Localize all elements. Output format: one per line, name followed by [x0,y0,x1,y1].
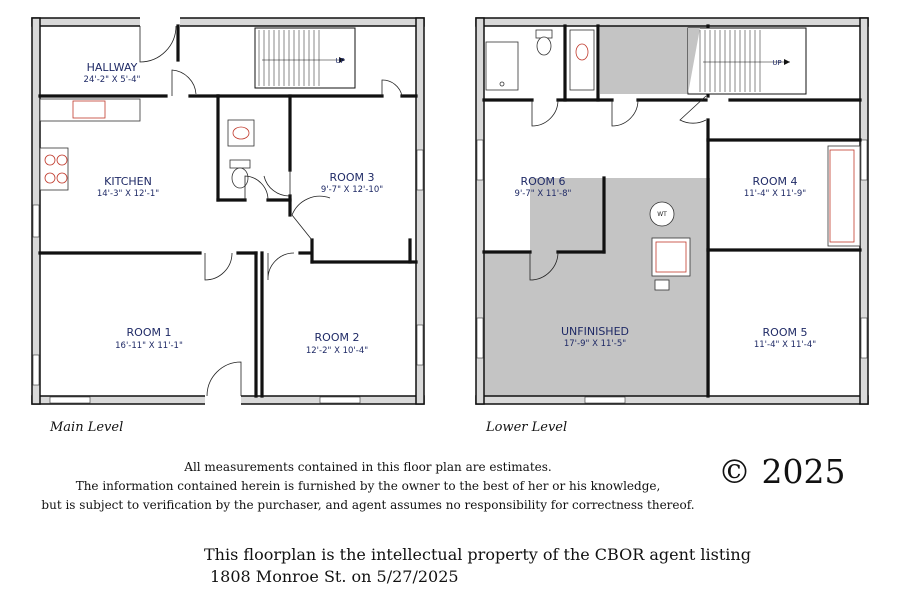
toilet-icon [536,36,552,56]
room-name: ROOM 5 [763,326,808,339]
counter-outline [829,149,855,243]
burner-icon [56,172,68,184]
door-swing [381,79,403,97]
door-swing [531,99,559,127]
sink-basin [232,126,250,140]
window [32,354,40,386]
kitchen-sink-icon [72,100,106,119]
rear-door-opening [205,395,241,405]
room-name: KITCHEN [104,175,152,188]
disclaimer-line: The information contained herein is furn… [75,479,661,493]
room-dimensions: 24'-2" X 5'-4" [84,75,141,85]
window [584,396,626,404]
room-dimensions: 14'-3" X 12'-1" [97,189,159,199]
room-name: ROOM 4 [753,175,798,188]
furnace-outline [655,241,687,273]
door-swing [139,25,177,63]
room-name: ROOM 3 [330,171,375,184]
toilet-tank [229,159,251,169]
door-swing [244,175,269,201]
window [860,139,868,181]
room-dimensions: 9'-7" X 11'-8" [515,189,572,199]
property-notice-line: This floorplan is the intellectual prope… [204,545,751,564]
window [319,396,361,404]
door-swing [679,95,707,124]
room-name: UNFINISHED [561,325,629,338]
shower-drain [499,81,505,87]
main-exterior-wall-top [31,17,425,27]
window [416,149,424,191]
lower-exterior-wall-left [475,17,485,405]
disclaimer-line: All measurements contained in this floor… [184,460,552,474]
room-dimensions: 12'-2" X 10'-4" [306,346,368,356]
room-dimensions: 11'-4" X 11'-9" [744,189,806,199]
room-name: ROOM 6 [521,175,566,188]
main-level-caption: Main Level [50,420,124,435]
door-swing [206,361,242,397]
door-swing [171,69,197,96]
lower-exterior-wall-top [475,17,869,27]
stairs-up-label: UP [772,59,781,67]
main-exterior-wall-right [415,17,425,405]
window [476,317,484,359]
bathroom-sink-icon [227,119,255,147]
window [476,139,484,181]
door-swing [263,170,291,197]
sink-basin [575,43,589,61]
lower-stairs [687,27,807,95]
room-dimensions: 11'-4" X 11'-4" [754,340,816,350]
entry-door-opening [140,17,180,27]
window [860,317,868,359]
door-swing [611,99,639,127]
stairs-up-label: UP [335,57,344,65]
door-swing [204,252,233,281]
room-dimensions: 16'-11" X 11'-1" [115,341,183,351]
kitchen-counter [39,98,141,122]
toilet-icon [231,167,249,189]
window [416,324,424,366]
utility-box [654,279,670,291]
room-name: ROOM 2 [315,331,360,344]
copyright-notice: © 2025 [718,452,846,491]
water-heater-icon [649,201,675,227]
lower-level-plan: UP WT ROOM 6 9'-7" X 11'-8" ROOM 4 11'-4… [475,17,869,405]
door-swing [291,195,331,241]
lower-level-caption: Lower Level [486,420,568,435]
window [49,396,91,404]
room-dimensions: 9'-7" X 12'-10" [321,185,383,195]
main-level-plan: UP HALLWAY 24'-2" X 5'-4" KITCHEN 14'-3"… [31,17,425,405]
burner-icon [56,154,68,166]
room-name: ROOM 1 [127,326,172,339]
room-dimensions: 17'-9" X 11'-5" [564,339,626,349]
stove [39,147,69,191]
door-swing [529,251,559,281]
burner-icon [44,172,56,184]
window [32,204,40,238]
lower-exterior-wall-bottom [475,395,869,405]
room-name: HALLWAY [87,61,138,74]
main-stairs [254,27,356,89]
door-swing [267,252,295,281]
floor-plans: UP HALLWAY 24'-2" X 5'-4" KITCHEN 14'-3"… [31,17,869,405]
disclaimer-line: but is subject to verification by the pu… [41,498,695,512]
furnace-icon [651,237,691,277]
water-heater-label: WT [657,211,667,218]
burner-icon [44,154,56,166]
property-notice-line: 1808 Monroe St. on 5/27/2025 [210,567,459,586]
unfinished-area [484,178,710,396]
counter [827,145,861,247]
